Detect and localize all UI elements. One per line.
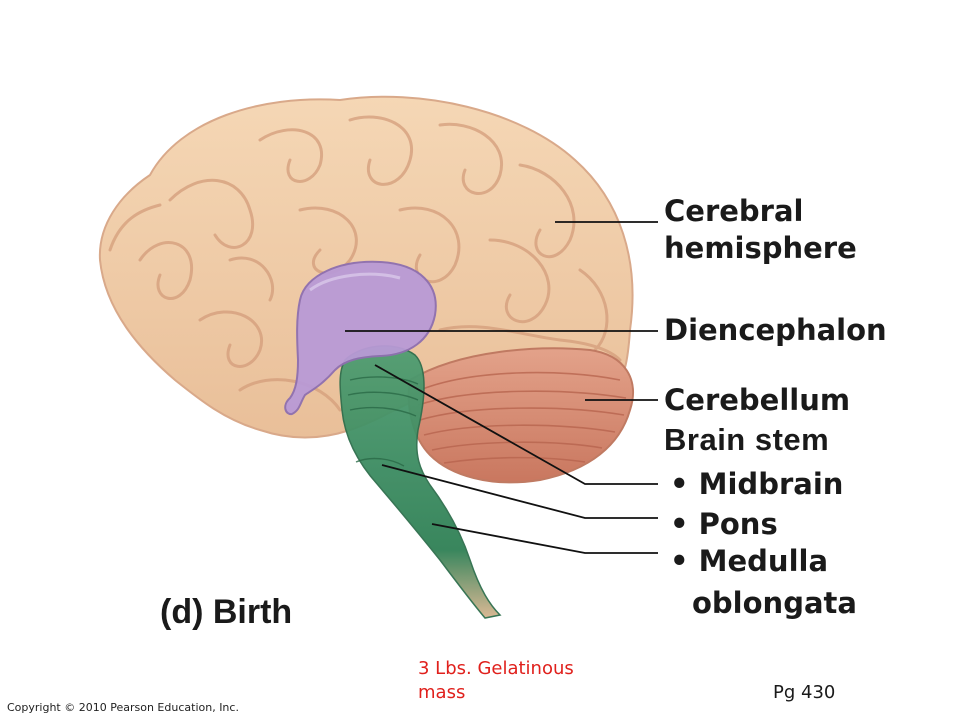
label-medulla: • Medulla xyxy=(670,544,829,578)
brainstem-shape xyxy=(339,345,502,619)
leader-midbrain xyxy=(374,364,658,485)
label-pons: • Pons xyxy=(670,507,778,541)
diencephalon-shape xyxy=(284,260,437,416)
copyright-notice: Copyright © 2010 Pearson Education, Inc. xyxy=(7,701,239,714)
label-hemisphere: hemisphere xyxy=(664,231,857,265)
cerebellum-folia xyxy=(417,371,627,464)
page-reference: Pg 430 xyxy=(773,682,836,703)
annotation-line-1: 3 Lbs. Gelatinous xyxy=(418,658,574,679)
label-cerebral: Cerebral xyxy=(664,194,804,228)
figure-caption: (d) Birth xyxy=(160,593,293,631)
label-oblongata: oblongata xyxy=(692,586,857,620)
label-cerebellum: Cerebellum xyxy=(664,383,851,417)
leader-pons xyxy=(381,464,658,519)
label-diencephalon: Diencephalon xyxy=(664,313,887,347)
pons-ridges xyxy=(347,376,419,467)
annotation-note: 3 Lbs. Gelatinous mass xyxy=(418,657,574,706)
leader-medulla xyxy=(431,523,658,554)
cerebellum-shape xyxy=(407,347,635,484)
label-midbrain: • Midbrain xyxy=(670,467,844,501)
cerebrum-folds xyxy=(108,115,622,412)
leader-lines xyxy=(345,221,658,554)
annotation-line-2: mass xyxy=(418,682,466,704)
label-brain-stem: Brain stem xyxy=(664,422,830,457)
